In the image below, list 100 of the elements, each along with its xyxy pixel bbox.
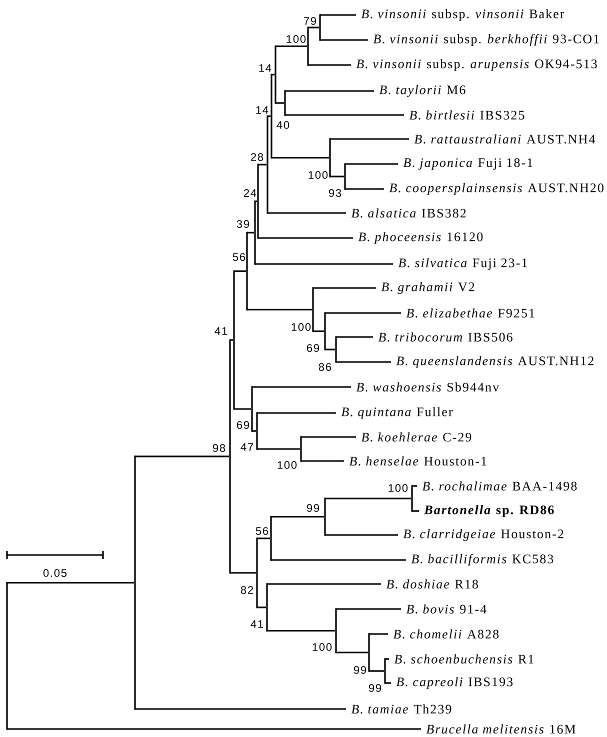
taxon-label: B. japonica Fuji 18-1 — [403, 158, 532, 170]
bootstrap-value: 41 — [214, 327, 227, 335]
bootstrap-value: 99 — [306, 504, 320, 512]
taxon-label: B. schoenbuchensis R1 — [394, 654, 534, 664]
branch-line — [247, 232, 254, 234]
branch-line — [369, 633, 388, 635]
bootstrap-value: 56 — [256, 527, 268, 535]
branch-line — [135, 708, 346, 710]
branch-line — [257, 412, 336, 414]
branch-line — [276, 45, 307, 48]
branch-line — [258, 237, 353, 239]
branch-line — [272, 156, 329, 159]
bootstrap-value: 98 — [212, 444, 226, 452]
taxon-label: B. grahamii V2 — [381, 282, 474, 294]
branch-line — [325, 534, 398, 536]
branch-line — [330, 176, 344, 178]
branch-line — [7, 582, 134, 584]
branch-line — [255, 200, 257, 202]
branch-line — [268, 115, 270, 117]
taxon-label: B. taylorii M6 — [379, 85, 466, 97]
bootstrap-value: 99 — [368, 684, 382, 692]
branch-line — [336, 608, 401, 610]
taxon-label: B. rattaustraliani AUST.NH4 — [414, 134, 596, 144]
bootstrap-value: 39 — [236, 220, 250, 228]
branch-line — [345, 163, 398, 165]
branch-line — [230, 572, 256, 574]
branch-line — [320, 14, 356, 16]
bootstrap-value: 41 — [250, 620, 263, 628]
taxon-label: B. quintana Fuller — [341, 407, 453, 419]
taxon-label: B. henselae Houston-1 — [349, 456, 486, 466]
bootstrap-value: 86 — [318, 363, 332, 371]
branch-line — [271, 559, 406, 561]
bootstrap-value: 28 — [251, 153, 264, 161]
taxon-label: B. vinsonii subsp. arupensis OK94-513 — [356, 59, 597, 71]
bootstrap-value: 93 — [328, 189, 342, 197]
bootstrap-value: 69 — [237, 421, 250, 429]
bootstrap-value: 24 — [244, 189, 256, 197]
taxon-label: B. capreoli IBS193 — [396, 677, 513, 689]
branch-line — [255, 263, 393, 265]
bootstrap-value: 100 — [292, 323, 311, 331]
bootstrap-value: 69 — [307, 344, 320, 352]
branch-line — [385, 682, 391, 684]
taxon-label: Bartonella sp. RD86 — [424, 505, 554, 517]
taxon-label: Brucella melitensis 16M — [426, 724, 576, 734]
bootstrap-value: 100 — [388, 484, 408, 492]
branch-line — [234, 408, 251, 410]
branch-line — [271, 516, 324, 518]
scale-label: 0.05 — [43, 569, 67, 577]
branch-line — [369, 670, 384, 672]
taxon-label: B. phoceensis 16120 — [358, 232, 483, 244]
taxon-label: B. elizabethae F9251 — [406, 308, 534, 318]
branch-line — [257, 606, 266, 608]
branch-line — [267, 630, 335, 632]
branch-line — [336, 652, 368, 654]
branch-line — [336, 336, 373, 338]
branch-line — [230, 339, 233, 341]
bootstrap-value: 56 — [232, 253, 246, 261]
branch-line — [267, 583, 381, 585]
taxon-label: B. tribocorum IBS506 — [378, 332, 512, 342]
bootstrap-value: 40 — [276, 121, 290, 129]
taxon-label: B. bacilliformis KC583 — [411, 554, 554, 566]
branch-line — [308, 64, 351, 66]
taxon-label: B. washoensis Sb944nv — [356, 382, 500, 392]
branch-line — [272, 74, 274, 76]
bootstrap-value: 100 — [308, 171, 328, 179]
branch-line — [247, 308, 312, 310]
branch-line — [301, 460, 344, 462]
bootstrap-value: 100 — [312, 643, 332, 651]
bootstrap-value: 47 — [240, 443, 253, 451]
branch-line — [252, 430, 256, 432]
branch-line — [330, 138, 409, 140]
taxon-label: B. coopersplainsensis AUST.NH20 — [389, 183, 604, 195]
branch-line — [313, 287, 376, 289]
taxon-label: B. birtlesii IBS325 — [409, 110, 524, 120]
bootstrap-value: 82 — [240, 586, 253, 594]
bootstrap-value: 100 — [278, 461, 297, 469]
taxon-label: B. doshiae R18 — [386, 579, 478, 589]
taxon-label: B. clarridgeiae Houston-2 — [403, 529, 564, 541]
bootstrap-value: 14 — [259, 64, 272, 72]
branch-line — [257, 448, 300, 450]
branch-line — [325, 498, 411, 500]
branch-line — [412, 485, 417, 487]
branch-line — [252, 386, 351, 388]
branch-line — [320, 39, 368, 41]
branch-line — [135, 456, 229, 458]
branch-line — [276, 102, 284, 104]
taxon-label: B. chomelii A828 — [393, 629, 499, 639]
bootstrap-value: 14 — [256, 106, 268, 114]
taxon-label: B. vinsonii subsp. vinsonii Baker — [361, 9, 564, 21]
taxon-label: B. vinsonii subsp. berkhoffii 93-CO1 — [373, 34, 599, 46]
branch-line — [258, 164, 266, 166]
branch-line — [234, 270, 246, 272]
branch-line — [268, 212, 346, 214]
branch-line — [325, 312, 401, 314]
taxon-label: B. rochalimae BAA-1498 — [422, 481, 577, 491]
taxon-label: B. bovis 91-4 — [406, 604, 486, 614]
taxon-label: B. alsatica IBS382 — [351, 208, 466, 218]
branch-line — [313, 330, 324, 332]
branch-line — [285, 114, 404, 116]
bootstrap-value: 100 — [286, 35, 306, 43]
